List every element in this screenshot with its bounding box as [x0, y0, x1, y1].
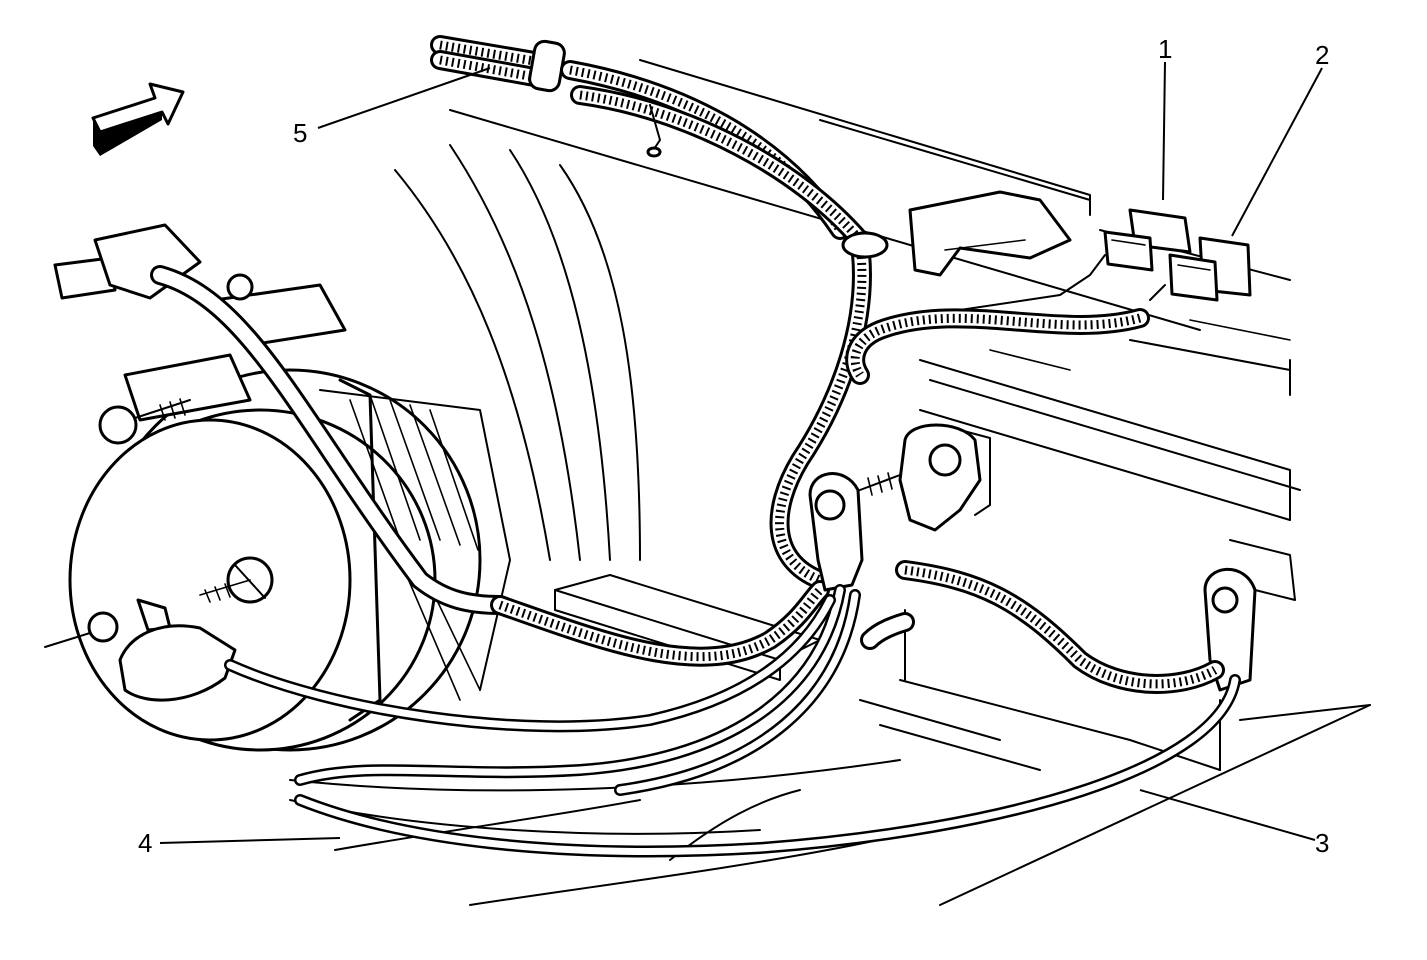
leader-lines [159, 61, 1323, 844]
battery-negative-terminal [895, 539, 1296, 694]
generator [44, 223, 511, 752]
callout-5: 5 [293, 118, 307, 148]
sensor-harness [845, 190, 1150, 385]
positive-cable [224, 584, 861, 796]
callout-2: 2 [1315, 40, 1329, 70]
wiring-harness-down [769, 231, 889, 590]
negative-cable [294, 674, 1241, 858]
wiring-harness-top [430, 35, 870, 250]
battery-positive-terminal [808, 423, 991, 592]
direction-arrow-icon [91, 82, 185, 156]
callout-3: 3 [1315, 828, 1329, 858]
callout-1: 1 [1158, 34, 1172, 64]
generator-to-battery-harness [490, 580, 915, 667]
callout-4: 4 [138, 828, 152, 858]
connector-2 [1149, 236, 1252, 302]
